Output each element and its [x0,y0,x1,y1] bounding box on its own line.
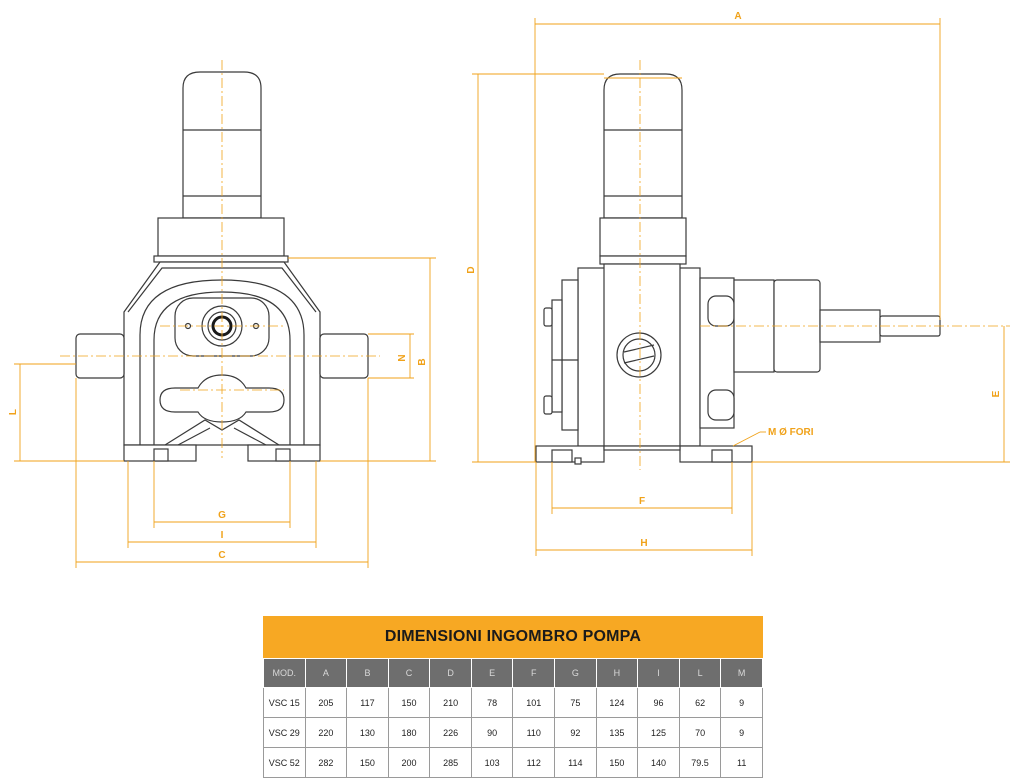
table-cell: 140 [637,747,680,778]
table-row: VSC 15 205 117 150 210 78 101 75 124 96 … [263,687,763,718]
table-cell: VSC 29 [263,717,306,748]
label-C: C [218,550,225,561]
table-cell: 180 [387,717,431,748]
table-cell: 114 [554,747,597,778]
table-header-row: MOD. A B C D E F G H I L M [263,658,763,688]
table-cell: 226 [429,717,472,748]
header-cell: M [720,658,763,688]
dimensions-table: MOD. A B C D E F G H I L M VSC 15 205 11… [263,658,763,778]
header-cell: B [346,658,389,688]
table-cell: 9 [720,687,763,718]
label-G: G [218,510,226,521]
table-cell: 124 [595,687,639,718]
table-cell: 11 [720,747,763,778]
label-N: N [397,354,408,361]
table-cell: VSC 15 [263,687,306,718]
label-D: D [466,266,477,273]
table-cell: 125 [637,717,680,748]
label-B: B [417,358,428,365]
table-cell: VSC 52 [263,747,306,778]
table-cell: 103 [470,747,514,778]
table-cell: 78 [470,687,514,718]
table-cell: 285 [429,747,472,778]
table-cell: 79.5 [678,747,722,778]
table-row: VSC 29 220 130 180 226 90 110 92 135 125… [263,717,763,748]
pump-dimension-drawing: A D B N L G I C F H E M Ø FORI [8,11,1010,568]
table-cell: 92 [554,717,597,748]
table-cell: 70 [678,717,722,748]
table-cell: 200 [387,747,431,778]
table-cell: 150 [387,687,431,718]
table-row: VSC 52 282 150 200 285 103 112 114 150 1… [263,747,763,778]
label-L: L [8,409,19,415]
header-cell: MOD. [263,658,306,688]
table-cell: 96 [637,687,680,718]
table-cell: 150 [346,747,389,778]
table-cell: 62 [678,687,722,718]
header-cell: I [637,658,680,688]
header-cell: A [304,658,348,688]
table-cell: 210 [429,687,472,718]
label-I: I [221,530,224,541]
table-cell: 101 [512,687,556,718]
table-cell: 220 [304,717,348,748]
label-holes: M Ø FORI [768,427,814,438]
label-E: E [991,390,1002,397]
label-A: A [734,11,741,22]
side-view-dimensions [472,18,1010,556]
header-cell: E [470,658,514,688]
table-cell: 150 [595,747,639,778]
table-cell: 75 [554,687,597,718]
header-cell: D [429,658,472,688]
front-view [60,60,380,462]
table-cell: 135 [595,717,639,748]
label-F: F [639,496,645,507]
table-cell: 9 [720,717,763,748]
table-cell: 112 [512,747,556,778]
header-cell: H [595,658,639,688]
header-cell: F [512,658,556,688]
table-cell: 205 [304,687,348,718]
table-cell: 130 [346,717,389,748]
table-cell: 90 [470,717,514,748]
header-cell: C [387,658,431,688]
label-H: H [640,538,647,549]
side-view [535,60,1010,470]
header-cell: G [554,658,597,688]
table-cell: 110 [512,717,556,748]
table-cell: 117 [346,687,389,718]
table-title: DIMENSIONI INGOMBRO POMPA [263,616,763,658]
table-cell: 282 [304,747,348,778]
front-view-dimensions [14,257,436,568]
dimensions-table-block: DIMENSIONI INGOMBRO POMPA MOD. A B C D E… [263,616,763,778]
header-cell: L [678,658,722,688]
